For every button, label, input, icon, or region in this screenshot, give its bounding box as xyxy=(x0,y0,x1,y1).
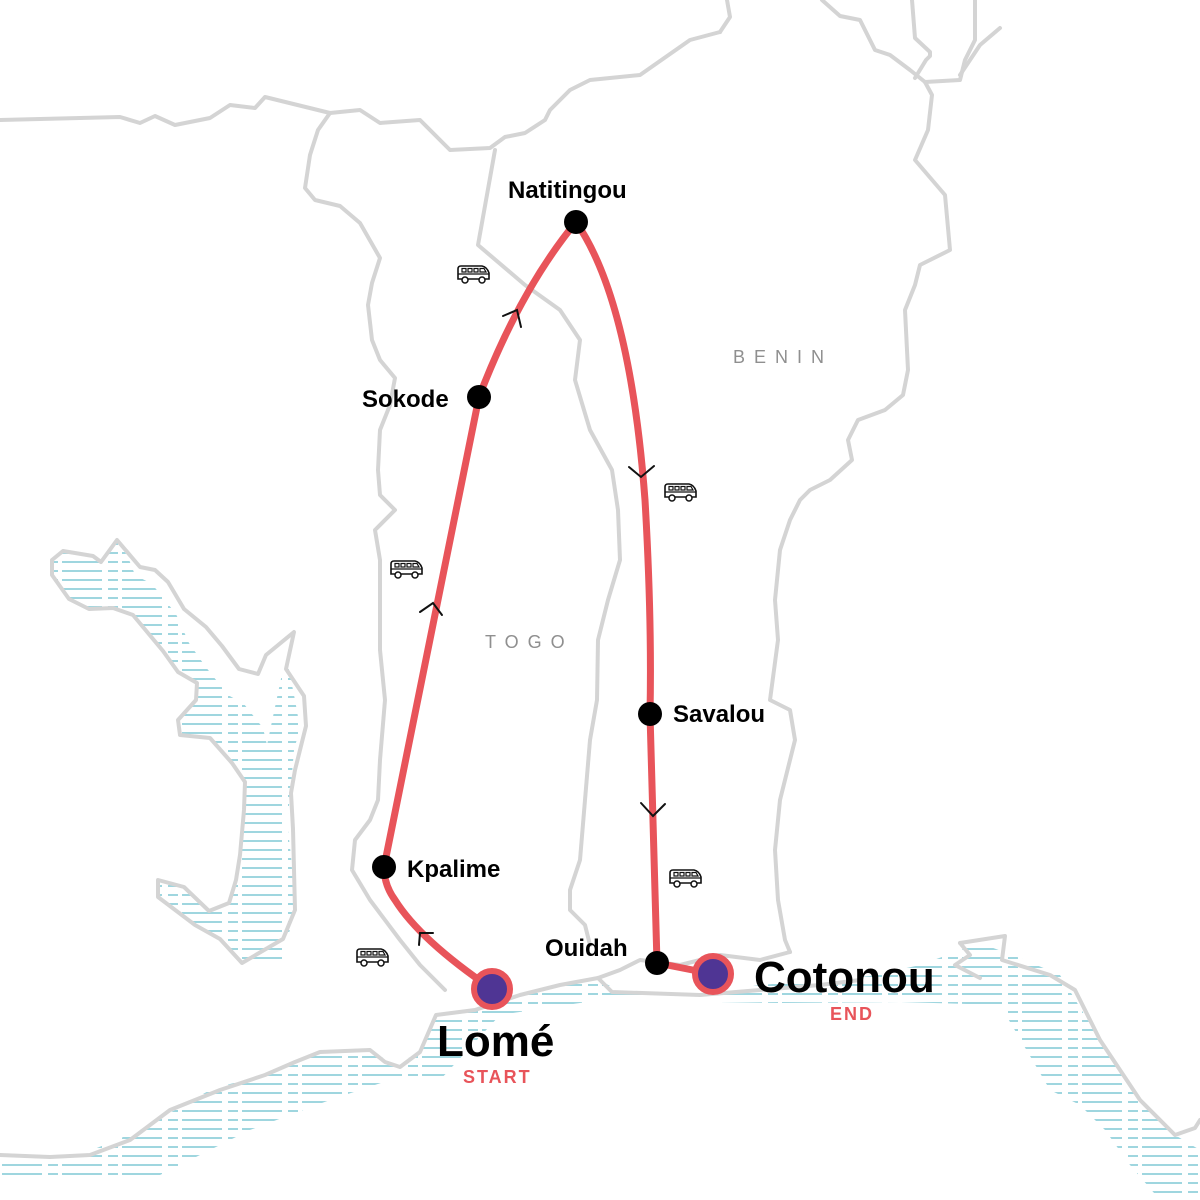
start-marker-icon xyxy=(471,968,513,1010)
direction-arrow-icon xyxy=(418,932,434,946)
direction-arrow-icon xyxy=(640,802,666,818)
stop-label: Ouidah xyxy=(545,935,628,962)
country-label-togo: TOGO xyxy=(485,632,574,652)
country-borders xyxy=(0,0,1002,992)
end-city-label: Cotonou xyxy=(754,953,935,1002)
lake-volta xyxy=(50,538,308,965)
stop-label: Natitingou xyxy=(508,177,627,204)
stop-ouidah[interactable]: Ouidah xyxy=(545,935,669,975)
start-city-label: Lomé xyxy=(437,1017,554,1066)
stop-marker-icon xyxy=(467,385,491,409)
bus-icon xyxy=(669,869,702,888)
direction-arrow-icon xyxy=(419,601,443,616)
country-label-benin: BENIN xyxy=(733,347,833,367)
stop-kpalime[interactable]: Kpalime xyxy=(372,855,500,883)
stop-marker-icon xyxy=(372,855,396,879)
stop-marker-icon xyxy=(564,210,588,234)
coastline-water xyxy=(0,934,1200,1200)
direction-arrow-icon xyxy=(628,465,655,479)
stop-natitingou[interactable]: Natitingou xyxy=(508,177,627,234)
bus-icon xyxy=(664,483,697,502)
start-tag: START xyxy=(463,1067,532,1087)
stop-marker-icon xyxy=(638,702,662,726)
stop-marker-icon xyxy=(645,951,669,975)
stop-sokode[interactable]: Sokode xyxy=(362,385,491,413)
direction-arrows xyxy=(418,308,666,946)
stop-savalou[interactable]: Savalou xyxy=(638,701,765,728)
end-point-cotonou[interactable]: Cotonou END xyxy=(692,953,935,1024)
stop-label: Kpalime xyxy=(407,856,500,883)
end-marker-icon xyxy=(692,953,734,995)
bus-icon xyxy=(390,560,423,579)
start-point-lome[interactable]: Lomé START xyxy=(437,968,554,1087)
stop-label: Savalou xyxy=(673,701,765,728)
stop-label: Sokode xyxy=(362,386,449,413)
bus-icon xyxy=(356,948,389,967)
end-tag: END xyxy=(830,1004,874,1024)
bus-icon xyxy=(457,265,490,284)
direction-arrow-icon xyxy=(502,308,522,328)
